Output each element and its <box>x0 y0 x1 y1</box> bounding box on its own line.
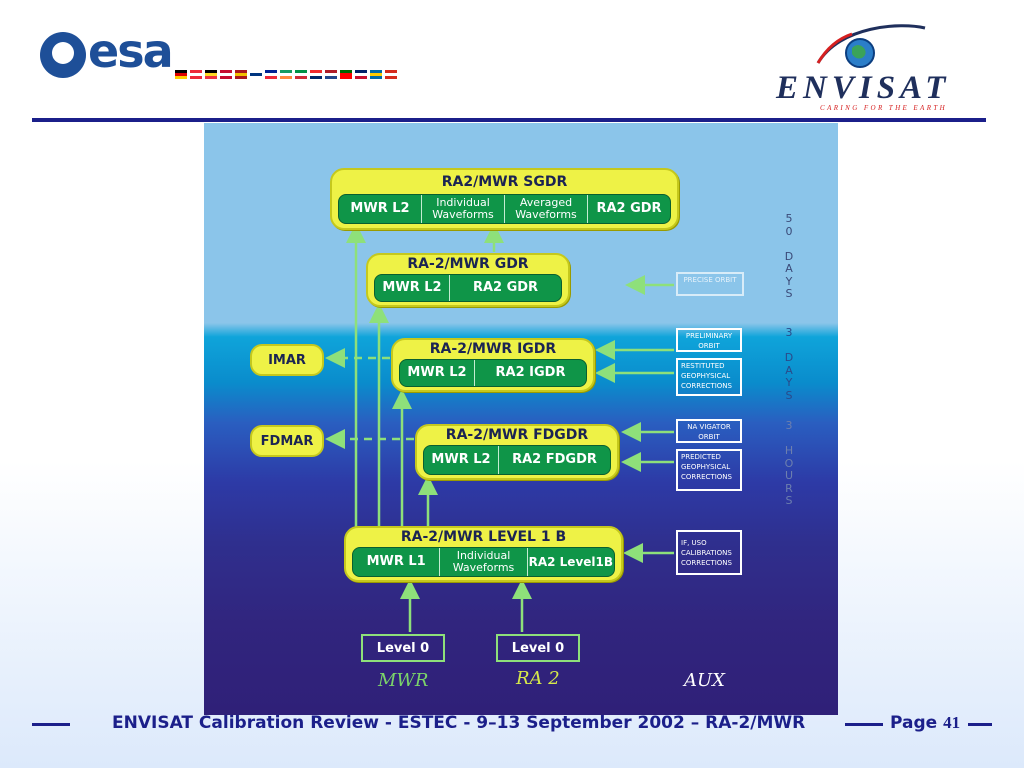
timeline-char: 3 <box>785 419 793 432</box>
sgdr-title: RA2/MWR SGDR <box>441 174 568 190</box>
flag-icon <box>355 70 367 79</box>
fdgdr-contents: MWR L2 RA2 FDGDR <box>423 445 611 475</box>
calibrations-box: IF, USO CALIBRATIONS CORRECTIONS <box>676 530 742 575</box>
esa-logo: esa <box>40 24 180 85</box>
imar-box: IMAR <box>250 344 324 376</box>
page-label: Page <box>890 713 938 733</box>
timeline-char: S <box>785 287 793 300</box>
gdr-contents: MWR L2 RA2 GDR <box>374 274 562 302</box>
member-state-flags <box>175 70 397 80</box>
level1b-cell-individual-waveforms: Individual Waveforms <box>440 548 528 576</box>
timeline-char: S <box>785 388 793 402</box>
fdgdr-product-box: RA-2/MWR FDGDR MWR L2 RA2 FDGDR <box>415 424 619 480</box>
aux-source-label: AUX <box>684 670 725 691</box>
header-divider <box>32 118 986 122</box>
timeline-char <box>783 238 795 251</box>
preliminary-orbit-box: PRELIMINARY ORBIT <box>676 328 742 352</box>
timeline-char: S <box>785 494 793 507</box>
level1b-product-box: RA-2/MWR LEVEL 1 B MWR L1 Individual Wav… <box>344 526 623 582</box>
flag-icon <box>370 70 382 79</box>
flag-icon <box>340 70 352 79</box>
mwr-source-label: MWR <box>378 670 429 691</box>
timeline-char: D <box>784 351 794 364</box>
sgdr-cell-ra2-gdr: RA2 GDR <box>596 201 662 216</box>
sgdr-contents: MWR L2 Individual Waveforms Averaged Wav… <box>338 194 671 224</box>
timeline-char: A <box>785 262 793 275</box>
igdr-cell-ra2-igdr: RA2 IGDR <box>495 365 566 380</box>
navigator-orbit-box: NA VIGATOR ORBIT <box>676 419 742 443</box>
flag-icon <box>280 70 292 79</box>
ra2-level0-box: Level 0 <box>496 634 580 662</box>
envisat-tagline: CARING FOR THE EARTH <box>820 104 948 112</box>
fdgdr-cell-mwr-l2: MWR L2 <box>424 446 499 474</box>
timeline-3-days: 3 D A Y S <box>783 326 795 402</box>
esa-logo-text: esa <box>88 24 174 78</box>
predicted-corrections-box: PREDICTED GEOPHYSICAL CORRECTIONS <box>676 449 742 491</box>
timeline-char: O <box>784 456 794 470</box>
level1b-cell-ra2-level1b: RA2 Level1B <box>528 555 614 569</box>
footer-rule-middle <box>845 723 883 726</box>
timeline-char: U <box>784 469 794 482</box>
timeline-char: Y <box>785 274 793 288</box>
flag-icon <box>325 70 337 79</box>
flag-icon <box>205 70 217 79</box>
sgdr-cell-mwr-l2: MWR L2 <box>339 195 422 223</box>
sgdr-cell-averaged-waveforms: Averaged Waveforms <box>505 195 588 223</box>
flag-icon <box>190 70 202 79</box>
timeline-50-days: 5 0 D A Y S <box>783 212 795 301</box>
gdr-product-box: RA-2/MWR GDR MWR L2 RA2 GDR <box>366 253 570 307</box>
timeline-char: R <box>785 481 793 495</box>
gdr-cell-mwr-l2: MWR L2 <box>375 275 450 301</box>
flag-icon <box>235 70 247 79</box>
mwr-level0-box: Level 0 <box>361 634 445 662</box>
fdmar-box: FDMAR <box>250 425 324 457</box>
timeline-char: Y <box>785 376 793 389</box>
page-indicator: Page 41 <box>890 713 960 733</box>
gdr-cell-ra2-gdr: RA2 GDR <box>472 280 539 295</box>
flag-icon <box>175 70 187 79</box>
igdr-cell-mwr-l2: MWR L2 <box>400 360 475 386</box>
precise-orbit-box: PRECISE ORBIT <box>676 272 744 296</box>
esa-logo-mark-inner <box>52 42 74 64</box>
igdr-title: RA-2/MWR IGDR <box>429 341 557 357</box>
flag-icon <box>220 70 232 79</box>
level1b-cell-mwr-l1: MWR L1 <box>353 548 441 576</box>
fdgdr-cell-ra2-fdgdr: RA2 FDGDR <box>512 452 597 467</box>
level1b-contents: MWR L1 Individual Waveforms RA2 Level1B <box>352 547 615 577</box>
sgdr-product-box: RA2/MWR SGDR MWR L2 Individual Waveforms… <box>330 168 679 230</box>
timeline-char: D <box>784 249 794 263</box>
timeline-char: 5 <box>785 212 793 225</box>
sgdr-cell-individual-waveforms: Individual Waveforms <box>422 195 505 223</box>
envisat-orbit-logo <box>816 24 926 68</box>
gdr-title: RA-2/MWR GDR <box>407 256 529 272</box>
restituted-corrections-box: RESTITUTED GEOPHYSICAL CORRECTIONS <box>676 358 742 396</box>
ra2-source-label: RA 2 <box>516 668 560 689</box>
level1b-title: RA-2/MWR LEVEL 1 B <box>400 529 567 545</box>
fdgdr-title: RA-2/MWR FDGDR <box>445 427 589 443</box>
flag-icon <box>385 70 397 79</box>
footer-rule-left <box>32 723 70 726</box>
igdr-contents: MWR L2 RA2 IGDR <box>399 359 587 387</box>
flag-icon <box>250 70 262 79</box>
timeline-3-hours: 3 H O U R S <box>783 419 795 508</box>
igdr-product-box: RA-2/MWR IGDR MWR L2 RA2 IGDR <box>391 338 595 392</box>
flag-icon <box>265 70 277 79</box>
footer-rule-right <box>968 723 992 726</box>
timeline-char: A <box>785 363 793 377</box>
envisat-logo-text: ENVISAT <box>776 70 951 106</box>
timeline-char: 0 <box>785 224 793 238</box>
footer-text: ENVISAT Calibration Review - ESTEC - 9–1… <box>112 713 806 733</box>
timeline-char: 3 <box>785 326 793 339</box>
flag-icon <box>310 70 322 79</box>
timeline-char: H <box>784 444 794 457</box>
page-number: 41 <box>943 713 961 732</box>
flag-icon <box>295 70 307 79</box>
footer: ENVISAT Calibration Review - ESTEC - 9–1… <box>32 713 992 735</box>
